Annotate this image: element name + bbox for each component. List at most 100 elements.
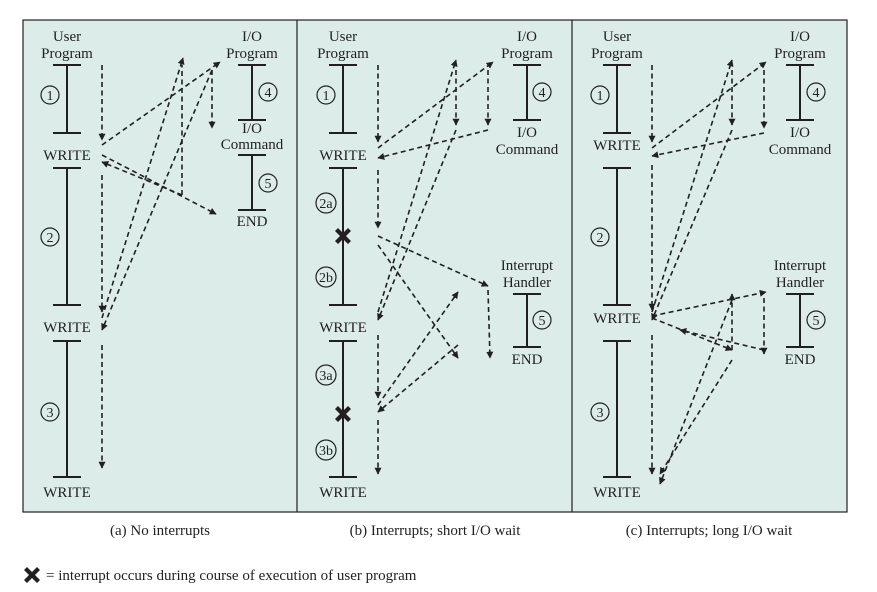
io-command-label-line2: Command [496,142,559,158]
user-program-label-line2: Program [41,46,93,62]
x-cross-icon [335,228,351,244]
io-command-label-line2: Command [769,142,832,158]
segment-number: 2 [597,231,604,246]
write-label: WRITE [319,485,366,501]
flow-arrow [659,299,733,485]
caption-a: (a) No interrupts [110,523,210,539]
segment-number-circle [315,192,337,214]
flow-arrow [659,359,733,475]
x-cross-icon [24,567,40,583]
flow-arrow [377,291,459,406]
handler-label-line1: Interrupt [774,258,827,274]
flow-arrow [101,61,221,146]
io-program-label-line1: I/O [242,29,262,45]
segment-number-circle [258,173,278,193]
segment-number-circle [590,227,610,247]
segment-number-circle [315,439,337,461]
user-program-label-line2: Program [591,46,643,62]
io-program-label-line2: Program [501,46,553,62]
io-command-label-line1: I/O [242,121,262,137]
end-label: END [237,214,268,230]
segment-number: 4 [265,86,272,101]
caption-c: (c) Interrupts; long I/O wait [626,523,793,539]
handler-label-line1: Interrupt [501,258,554,274]
handler-label-line2: Handler [776,275,824,291]
segment-number: 2b [319,271,333,286]
flow-arrow [377,61,494,149]
flow-arrow [679,328,765,351]
segment-number: 2a [319,197,333,212]
flow-arrow [651,129,733,321]
flow-arrow [377,235,489,287]
flow-arrow [651,59,734,313]
legend: = interrupt occurs during course of exec… [24,567,417,584]
write-label: WRITE [319,320,366,336]
segment-number-circle [40,85,60,105]
io-program-label-line1: I/O [517,29,537,45]
segment-number: 3 [597,406,604,421]
io-command-label-line2: Command [221,137,284,153]
segment-number-circle [532,310,552,330]
panel-background [22,19,848,513]
flow-arrow [101,69,213,331]
segment-number: 3 [47,406,54,421]
x-cross-icon [335,406,351,422]
panel-a: User Program I/O Program WRITE WRITE WRI… [40,29,284,501]
segment-number: 4 [813,86,820,101]
flow-arrow [101,57,185,319]
panel-b: User Program I/O Program WRITE WRITE WRI… [315,29,559,501]
segment-number-circle [532,82,552,102]
flow-arrow [651,61,767,149]
write-label: WRITE [43,148,90,164]
segment-number-circle [40,227,60,247]
flow-arrow [377,244,459,359]
write-label: WRITE [593,311,640,327]
write-label: WRITE [43,320,90,336]
segment-number-circle [806,82,826,102]
segment-number: 1 [47,89,54,104]
write-label: WRITE [593,485,640,501]
segment-number-circle [258,82,278,102]
handler-label-line2: Handler [503,275,551,291]
io-program-label-line2: Program [774,46,826,62]
io-command-label-line1: I/O [517,125,537,141]
segment-number: 1 [323,89,330,104]
user-program-label-line1: User [329,29,357,45]
segment-number: 5 [265,177,272,192]
caption-b: (b) Interrupts; short I/O wait [350,523,522,539]
flow-arrow [377,59,458,313]
flow-arrow [651,317,733,351]
flow-arrow [377,129,489,160]
flow-arrow [377,129,457,321]
flow-arrow [651,132,765,159]
io-program-label-line2: Program [226,46,278,62]
segment-number: 4 [539,86,546,101]
segment-number: 3b [319,444,333,459]
segment-number-circle [590,402,610,422]
user-program-label-line1: User [603,29,631,45]
io-command-label-line1: I/O [790,125,810,141]
io-program-label-line1: I/O [790,29,810,45]
flow-arrow [486,289,494,359]
segment-number: 5 [813,314,820,329]
segment-number-circle [315,266,337,288]
segment-number-circle [316,85,336,105]
flow-arrow [101,154,217,215]
end-label: END [512,352,543,368]
segment-number-circle [590,85,610,105]
segment-number: 2 [47,231,54,246]
flow-arrow [377,344,459,413]
user-program-label-line2: Program [317,46,369,62]
segment-number: 1 [597,89,604,104]
segment-number: 3a [319,369,333,384]
segment-number-circle [315,364,337,386]
segment-number-circle [806,310,826,330]
legend-text: = interrupt occurs during course of exec… [46,568,417,584]
write-label: WRITE [43,485,90,501]
segment-number-circle [40,402,60,422]
flow-arrow [651,289,767,317]
end-label: END [785,352,816,368]
segment-number: 5 [539,314,546,329]
flow-arrow [101,161,183,196]
